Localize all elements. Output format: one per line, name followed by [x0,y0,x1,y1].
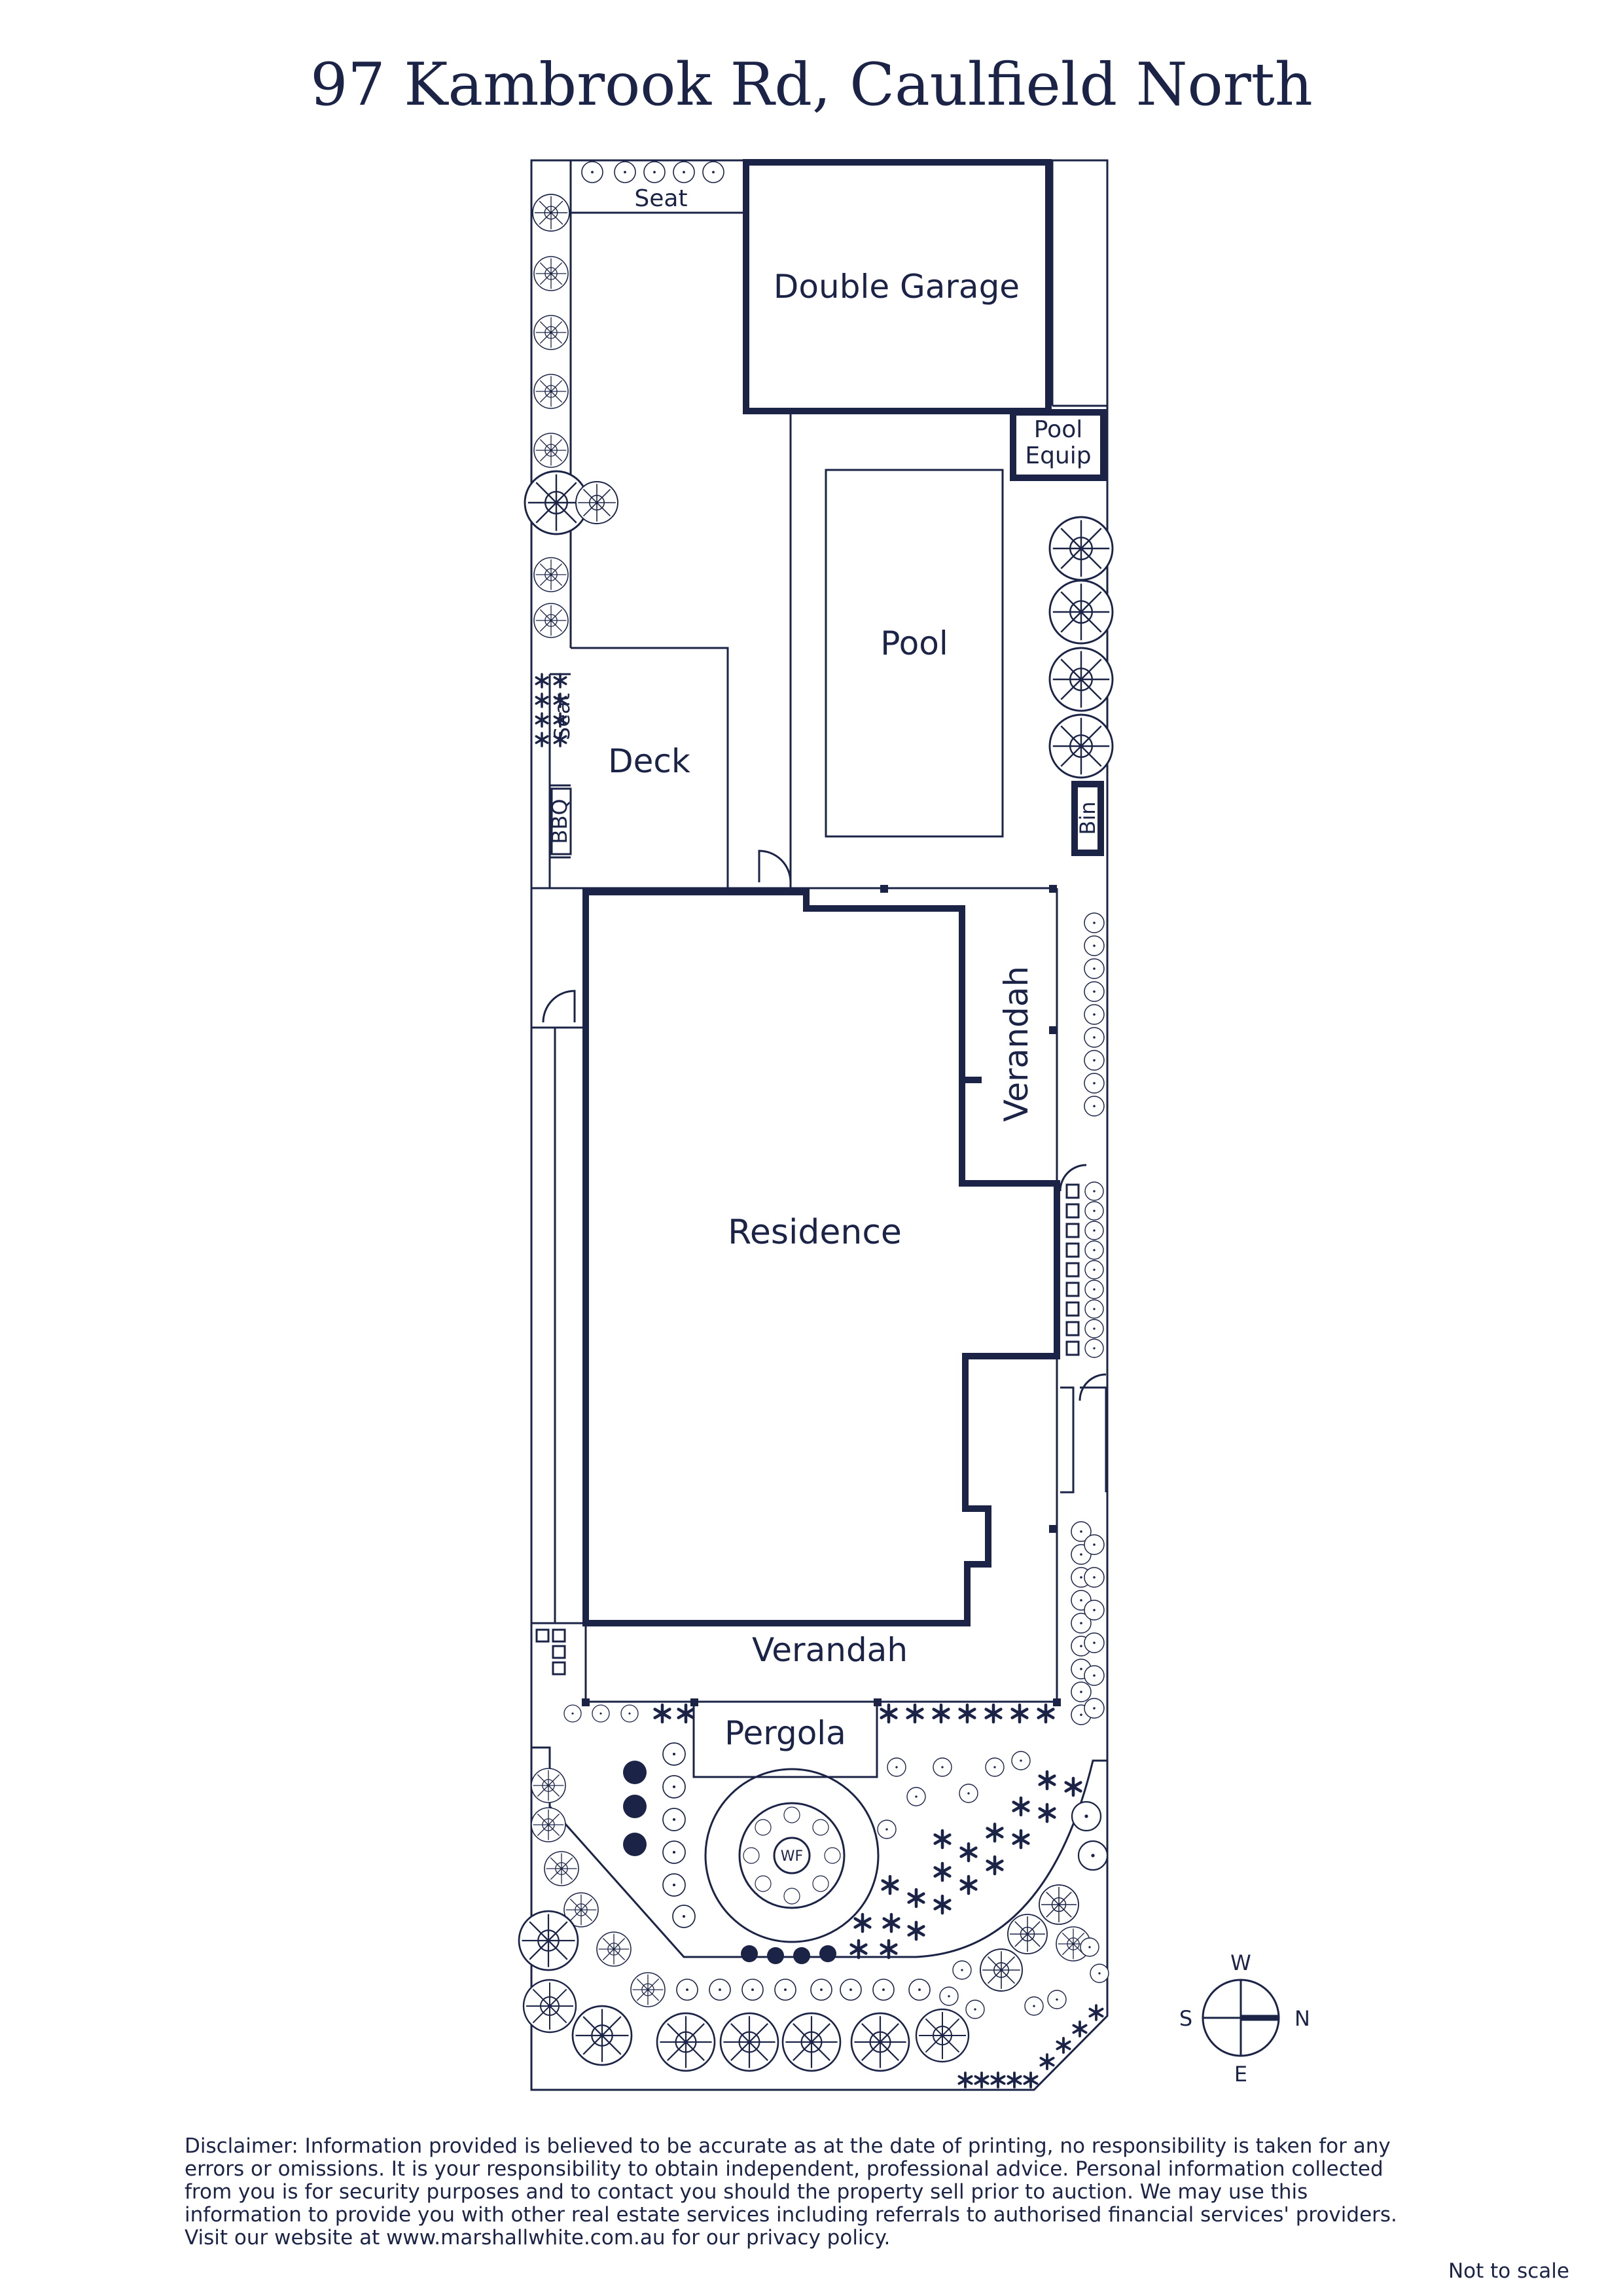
compass: W N E S [1179,1950,1310,2087]
page-title: 97 Kambrook Rd, Caulfield North [310,50,1313,119]
label-verandah-front: Verandah [752,1631,908,1669]
room-labels: Double Garage Pool Equip Pool Deck Seat … [547,185,1100,1865]
pool-equip-outline [1010,409,1107,481]
compass-label-top: W [1230,1950,1251,1975]
residence-outline [582,889,1060,1626]
label-water-feature: WF [781,1848,803,1865]
label-pool-equip-line1: Pool [1034,416,1082,443]
compass-label-left: S [1179,2006,1192,2031]
label-bbq: BBQ [547,798,572,844]
disclaimer-text: Disclaimer: Information provided is beli… [185,2134,1397,2250]
label-pool-equip-line2: Equip [1025,442,1091,469]
water-feature-outer [704,1768,880,1943]
label-double-garage: Double Garage [774,268,1020,306]
label-residence: Residence [728,1213,902,1252]
compass-label-right: N [1294,2006,1310,2031]
scale-note: Not to scale [1448,2259,1569,2283]
label-seat-side: Seat [550,693,575,740]
label-verandah-side: Verandah [997,966,1035,1122]
label-deck: Deck [608,742,690,780]
label-pool: Pool [880,624,948,662]
label-seat-top: Seat [634,185,687,212]
pergola-outline [692,1700,878,1778]
compass-label-bottom: E [1234,2062,1247,2087]
pool-outline [825,469,1004,838]
garden-plants [518,162,1113,2089]
double-garage-outline [743,159,1052,414]
label-pergola: Pergola [724,1714,846,1752]
label-bin: Bin [1075,801,1100,834]
bin-outline [1071,781,1104,856]
